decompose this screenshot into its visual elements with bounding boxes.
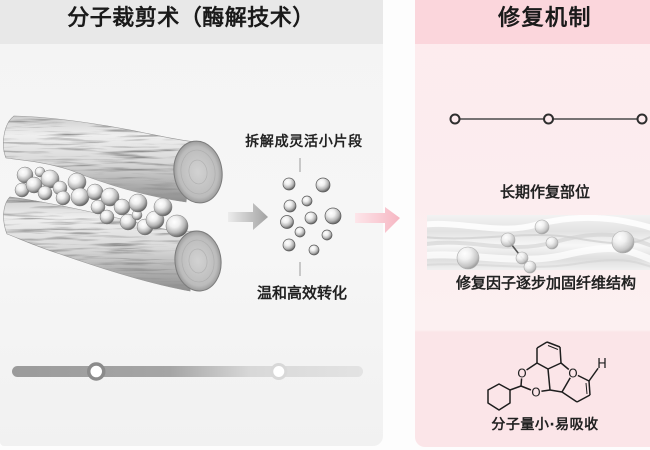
cyclohexane-ring <box>487 383 511 411</box>
progress-track <box>12 362 363 381</box>
left-panel-header: 分子裁剪术（酶解技术） <box>0 0 383 44</box>
repair-bubble <box>523 260 537 274</box>
gentle-conversion-label: 温和高效转化 <box>256 284 348 302</box>
repair-bubble <box>500 232 516 248</box>
fragment-particle <box>315 177 331 193</box>
fragment-particle <box>321 229 333 241</box>
fragment-particle <box>283 199 297 213</box>
fragment-particle <box>280 215 294 229</box>
top-fiber-log <box>3 115 223 204</box>
repair-bubble <box>515 251 529 265</box>
long-term-repair-label: 长期作复部位 <box>499 183 591 201</box>
left-panel: 分子裁剪术（酶解技术） <box>0 0 383 446</box>
repair-bubble <box>456 246 480 270</box>
repair-bubble <box>534 219 550 235</box>
fragment-particle <box>294 226 306 238</box>
timeline-icon <box>449 113 648 125</box>
fiber-with-repair-bubbles-icon <box>427 215 650 274</box>
fiber-reinforcement-label: 修复因子逐步加固纤维结构 <box>455 274 637 292</box>
timeline-node <box>449 113 461 125</box>
fiber-particle <box>55 190 71 206</box>
enzymatic-illustration <box>3 115 363 381</box>
fragment-particle <box>304 211 318 225</box>
fiber-particle <box>100 187 120 207</box>
arrow-right-icon <box>355 207 400 233</box>
bottom-log-cap <box>174 230 222 292</box>
left-panel-title: 分子裁剪术（酶解技术） <box>67 6 315 31</box>
fragment-particle <box>301 195 313 207</box>
bottom-log-body <box>3 196 197 292</box>
fiber-particle <box>165 214 189 238</box>
right-panel-header: 修复机制 <box>415 0 650 44</box>
repair-bubble <box>611 230 635 254</box>
right-panel: 修复机制 <box>415 0 650 447</box>
progress-marker-start[interactable] <box>86 362 106 381</box>
fragment-particle <box>324 207 342 225</box>
progress-track-bar <box>12 366 363 377</box>
progress-marker-end[interactable] <box>270 363 288 380</box>
fiber-particle <box>113 198 131 216</box>
fiber-particle <box>153 197 173 217</box>
fragment-particle <box>308 244 320 256</box>
fiber-particle <box>128 193 148 213</box>
top-log-body <box>3 115 197 203</box>
oxygen-atom-label: O <box>568 367 577 381</box>
fiber-particle <box>119 213 137 231</box>
right-panel-title: 修复机制 <box>497 6 593 31</box>
molecule-structure-icon: O O O H <box>487 341 607 411</box>
fiber-particle <box>25 176 43 194</box>
small-molecule-label: 分子量小·易吸收 <box>491 417 599 433</box>
fiber-particle <box>86 183 104 201</box>
timeline-node <box>543 113 554 125</box>
oxygen-atom-label: O <box>517 367 526 381</box>
fragment-particle <box>282 238 296 252</box>
fiber-particle <box>37 185 53 201</box>
repair-mechanism-graphics: O O O H <box>427 113 650 411</box>
split-fragments-label: 拆解成灵活小片段 <box>245 134 363 150</box>
bottom-fiber-log <box>3 196 222 292</box>
oxygen-atom-label: O <box>531 386 540 400</box>
connector-arrow <box>355 207 400 233</box>
repair-bubble <box>545 236 559 250</box>
repair-bubbles <box>456 219 635 274</box>
timeline-node <box>636 113 648 125</box>
fiber-particle <box>90 199 106 215</box>
fiber-particle-cluster <box>14 166 189 238</box>
fiber-particle <box>99 209 115 225</box>
fiber-particle <box>70 187 90 207</box>
top-log-cap <box>173 140 223 204</box>
small-fragments-icon <box>280 177 342 256</box>
arrow-right-icon <box>228 203 268 230</box>
fragment-particle <box>282 177 296 191</box>
hydrogen-atom-label: H <box>597 357 607 372</box>
